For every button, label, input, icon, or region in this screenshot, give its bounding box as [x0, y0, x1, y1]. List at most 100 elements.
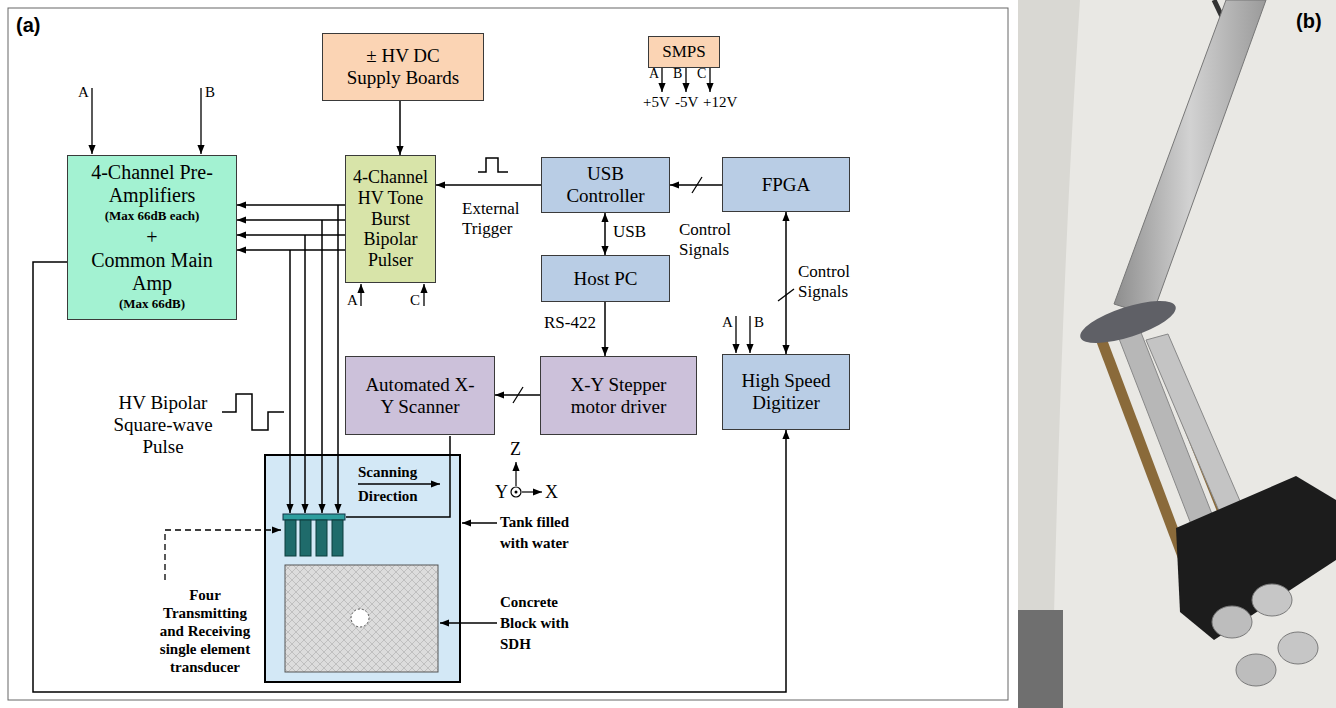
axis-origin-dot [515, 491, 518, 494]
axis-origin [511, 487, 521, 497]
transducer-wire [337, 205, 339, 513]
supply-arrow [685, 66, 686, 92]
transducer-holder [283, 514, 345, 520]
voltage-label: -5V [675, 94, 698, 111]
scanner-arm [346, 436, 450, 517]
text-group: FPGA [762, 174, 811, 196]
connector-arrow [237, 204, 345, 206]
text-group: X-Y Stepper motor driver [556, 374, 682, 418]
supply-box: ± HV DC Supply Boards [322, 33, 484, 101]
connector-arrow [237, 234, 345, 236]
transducer-wire [289, 250, 291, 513]
supply-arrow [749, 316, 750, 353]
transducer-wire [304, 235, 306, 513]
edge-label: USB [613, 222, 646, 242]
probe-photo [1018, 0, 1336, 708]
box-text: High Speed Digitizer [731, 370, 841, 414]
box-text: USB Controller [560, 163, 652, 207]
signal-label: HV Bipolar Square-wave Pulse [104, 392, 222, 458]
supply-rail-name: B [754, 314, 764, 331]
supply-rail-name: A [722, 314, 733, 331]
connector-arrow [237, 249, 345, 251]
text-group: Automated X-Y Scanner [362, 374, 478, 418]
leader-line [165, 530, 281, 580]
transducer-face [1278, 632, 1318, 664]
transducer [316, 520, 327, 556]
transducer [332, 520, 343, 556]
bipolar-pulse-symbol [222, 394, 284, 430]
transducer-wire [321, 220, 323, 513]
transducer [285, 520, 296, 556]
connector-arrow [436, 184, 541, 186]
callout-label: Scanning Direction [358, 460, 432, 508]
text-group: SMPS [662, 42, 705, 62]
supply-arrow [735, 316, 736, 353]
supply-rail-name: B [673, 66, 682, 82]
axis-arrow [515, 462, 516, 486]
supply-arrow [661, 66, 662, 92]
text-group: ± HV DC Supply Boards [342, 45, 464, 89]
box-text: SMPS [662, 42, 705, 62]
supply-arrow [200, 88, 201, 154]
probe-rod [1114, 0, 1266, 316]
box-text: Host PC [574, 268, 638, 290]
voltage-label: +5V [643, 94, 670, 111]
edge-label: Control Signals [679, 220, 741, 259]
supply-box: SMPS [648, 36, 720, 68]
connector-arrow [33, 262, 786, 692]
connector-arrow [237, 219, 345, 221]
callout-label: Four Transmitting and Receiving single e… [150, 586, 260, 676]
axis-label: Z [510, 440, 521, 458]
box-text: ± HV DC Supply Boards [342, 45, 464, 89]
callout-label: Concrete Block with SDH [500, 592, 585, 655]
box-text: (Max 66dB) [86, 297, 218, 312]
scan-direction-arrow [358, 483, 440, 485]
connector-arrow [495, 394, 540, 396]
box-text: + [86, 226, 218, 249]
edge-label: External Trigger [462, 199, 542, 238]
pc-box: Host PC [541, 255, 670, 302]
supply-arrow [360, 284, 361, 306]
text-group: 4-Channel Pre-Amplifiers (Max 66dB each) +… [86, 161, 218, 314]
connector-arrow [399, 101, 401, 155]
supply-rail-name: A [649, 66, 659, 82]
panel-frame [8, 8, 1008, 700]
probe-disc [1076, 292, 1180, 351]
driver-box: X-Y Stepper motor driver [540, 356, 697, 435]
probe-block [1176, 476, 1336, 640]
transducer [300, 520, 311, 556]
transducer-face [1212, 606, 1252, 638]
pulser-box: 4-Channel HV Tone Burst Bipolar Pulser [345, 155, 436, 283]
connector-arrow [604, 213, 606, 255]
concrete-block [285, 565, 438, 672]
callout-arrow [440, 622, 497, 624]
box-text: 4-Channel Pre-Amplifiers [86, 161, 218, 207]
water-tank [265, 455, 460, 682]
scanner-box: Automated X-Y Scanner [345, 356, 495, 435]
supply-arrow [709, 66, 710, 92]
panel-label: (a) [16, 14, 40, 37]
box-text: (Max 66dB each) [86, 209, 218, 224]
supply-rail-name: A [78, 84, 89, 101]
voltage-label: +12V [703, 94, 737, 111]
side-drilled-hole [351, 609, 369, 627]
photo-corner [1018, 610, 1063, 708]
supply-rail-name: B [205, 84, 215, 101]
panel-label: (b) [1296, 10, 1322, 33]
edge-label: Control Signals [798, 262, 862, 301]
digitizer-box: High Speed Digitizer [722, 354, 850, 430]
text-group: USB Controller [560, 163, 652, 207]
connector-arrow [670, 184, 722, 186]
axis-arrow [522, 491, 542, 492]
transducer-face [1236, 654, 1276, 686]
box-text: X-Y Stepper motor driver [556, 374, 682, 418]
amplifier-box: 4-Channel Pre-Amplifiers (Max 66dB each) +… [67, 155, 237, 320]
supply-arrow [91, 88, 92, 154]
supply-rail-name: C [410, 292, 420, 309]
supply-rail-name: C [697, 66, 706, 82]
axis-label: Y [495, 483, 508, 501]
connector-arrow [785, 212, 787, 354]
axis-label: X [545, 483, 558, 501]
supply-rail-name: A [347, 292, 358, 309]
